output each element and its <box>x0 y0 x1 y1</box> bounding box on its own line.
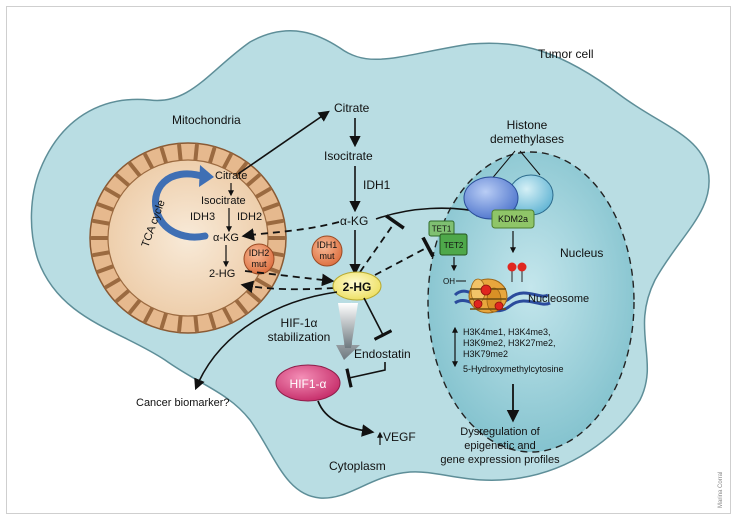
histone-demethylases-label: Histone <box>507 118 548 132</box>
idh3-label: IDH3 <box>190 211 215 223</box>
dysregulation-label-3: gene expression profiles <box>440 454 560 466</box>
hif-stabilization-label-2: stabilization <box>268 330 331 344</box>
histone-marks-line-2: H3K9me2, H3K27me2, <box>463 338 556 348</box>
crista-fold <box>128 297 143 315</box>
svg-text:KDM2a: KDM2a <box>498 214 528 224</box>
crista-fold <box>207 310 217 330</box>
crista-fold <box>253 187 272 200</box>
mito-2hg-label: 2-HG <box>209 268 235 280</box>
crista-fold <box>233 161 248 179</box>
demethylase-blob <box>463 176 519 220</box>
crista-fold <box>91 218 113 226</box>
crista-fold <box>253 276 272 289</box>
tca-cycle-arrow <box>152 170 209 241</box>
histone-marks-line-3: H3K79me2 <box>463 349 508 359</box>
mito-isocitrate-label: Isocitrate <box>201 195 246 207</box>
idh1-mutant: IDH1 mut <box>311 235 343 267</box>
crista-fold <box>259 202 280 213</box>
crista-fold <box>193 312 199 333</box>
svg-text:HIF1-α: HIF1-α <box>290 377 327 391</box>
methyl-marks <box>507 262 527 282</box>
nucleosome-label: Nucleosome <box>528 293 589 305</box>
tet2-protein: TET2 <box>439 233 468 256</box>
svg-text:TET1: TET1 <box>432 225 452 234</box>
dysregulation-label-2: epigenetic and <box>464 440 536 452</box>
crista-fold <box>159 310 169 330</box>
kdm2a-protein: KDM2a <box>491 209 535 229</box>
crista-fold <box>193 143 199 164</box>
cytoplasm-label: Cytoplasm <box>329 459 386 473</box>
crista-fold <box>96 263 117 274</box>
crista-fold <box>221 152 233 172</box>
crista-fold <box>244 173 261 189</box>
crista-fold <box>143 152 155 172</box>
svg-text:TET2: TET2 <box>444 241 464 250</box>
svg-text:IDH2: IDH2 <box>249 248 270 258</box>
hif-stabilization-label: HIF-1α <box>281 316 318 330</box>
crista-fold <box>128 161 143 179</box>
mitochondria-label: Mitochondria <box>172 113 241 127</box>
crista-fold <box>115 173 132 189</box>
two-hg-metabolite: 2-HG <box>332 271 382 301</box>
crista-fold <box>233 297 248 315</box>
crista-fold <box>177 312 183 333</box>
cyto-isocitrate-label: Isocitrate <box>324 149 373 163</box>
cyto-akg-label: α-KG <box>340 214 368 228</box>
crista-fold <box>263 218 285 226</box>
idh2-mutant: IDH2 mut <box>243 243 275 275</box>
vegf-label: VEGF <box>383 430 416 444</box>
svg-text:2-HG: 2-HG <box>343 280 372 294</box>
crista-fold <box>177 143 183 164</box>
hif1a-protein: HIF1-α <box>275 364 341 402</box>
nucleosome <box>453 278 551 314</box>
crista-fold <box>143 304 155 324</box>
crista-fold <box>221 304 233 324</box>
crista-fold <box>96 202 117 213</box>
idh2-label: IDH2 <box>237 211 262 223</box>
endostatin-label: Endostatin <box>354 347 411 361</box>
crista-fold <box>159 146 169 166</box>
histone-marks-line-1: H3K4me1, H3K4me3, <box>463 327 551 337</box>
nucleus-label: Nucleus <box>560 246 603 260</box>
svg-text:mut: mut <box>251 259 267 269</box>
cancer-biomarker-label: Cancer biomarker? <box>136 397 230 409</box>
oh-label: OH <box>443 277 455 286</box>
idh1-label: IDH1 <box>363 178 391 192</box>
crista-fold <box>91 250 113 258</box>
svg-text:mut: mut <box>319 251 335 261</box>
svg-text:IDH1: IDH1 <box>317 240 338 250</box>
mito-akg-label: α-KG <box>213 232 239 244</box>
artist-credit: Marina Corral <box>718 472 724 508</box>
hydroxymethylcytosine-label: 5-Hydroxymethylcytosine <box>463 364 564 374</box>
cyto-citrate-label: Citrate <box>334 101 370 115</box>
crista-fold <box>104 187 123 200</box>
histone-demethylases-label-2: demethylases <box>490 132 564 146</box>
crista-fold <box>207 146 217 166</box>
dysregulation-label-1: Dysregulation of <box>460 426 540 438</box>
tumor-cell-label: Tumor cell <box>538 47 594 61</box>
crista-fold <box>115 287 132 303</box>
crista-fold <box>104 276 123 289</box>
